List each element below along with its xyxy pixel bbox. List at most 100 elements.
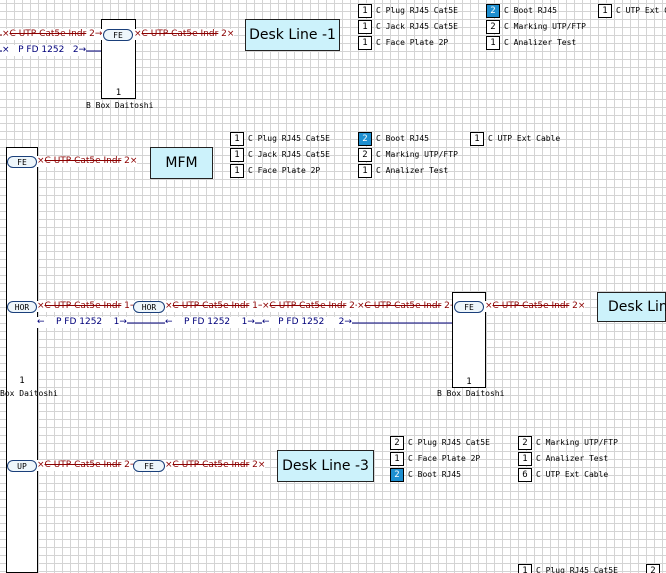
distribution-box-2[interactable] [6, 147, 38, 573]
item-name: C Plug RJ45 Cat5E [376, 6, 458, 15]
arrow-right-icon: → [78, 45, 87, 55]
connector-x-icon: × [134, 29, 142, 39]
qty-box: 1 [598, 4, 612, 18]
arrow-right-icon: → [94, 29, 103, 39]
qty-box: 2 [358, 148, 372, 162]
bom-item: 1 C Jack RJ45 Cat5E [230, 148, 330, 162]
connector-x-icon: × [485, 301, 493, 311]
desk-line-1[interactable]: Desk Line -1 [245, 19, 340, 51]
qty-box: 1 [358, 20, 372, 34]
bom-item: 2 C Boot RJ45 [486, 4, 557, 18]
wire-label: ×C UTP Cat5e Indr 2→ [37, 460, 138, 471]
fe-connector[interactable]: FE [454, 301, 484, 313]
connector-x-icon: × [262, 301, 270, 311]
hor-connector[interactable]: HOR [133, 301, 165, 313]
item-name: C Analizer Test [504, 38, 577, 47]
connector-x-icon: × [257, 460, 266, 470]
bom-item: 1 C UTP Ext Cable [598, 4, 666, 18]
qty-box-highlighted: 2 [486, 4, 500, 18]
wire-label: ×C UTP Cat5e Indr 2→ [262, 301, 363, 312]
fe-connector[interactable]: FE [133, 460, 165, 472]
bom-item: 1 C Analizer Test [518, 452, 608, 466]
connector-x-icon: × [2, 29, 10, 39]
wire-label: ×C UTP Cat5e Indr 2→ [2, 29, 103, 40]
desk-line-2[interactable]: Desk Line [597, 292, 666, 322]
item-name: C Marking UTP/FTP [504, 22, 586, 31]
bom-item: 1 C Plug RJ45 Cat5E [230, 132, 330, 146]
desk-line-3[interactable]: Desk Line -3 [277, 450, 374, 482]
qty-box: 1 [358, 164, 372, 178]
qty-box: 1 [486, 36, 500, 50]
connector-x-icon: × [357, 301, 365, 311]
up-connector[interactable]: UP [7, 460, 37, 472]
item-name: C Face Plate 2P [408, 454, 481, 463]
item-name: C Boot RJ45 [504, 6, 557, 15]
item-name: C Face Plate 2P [376, 38, 449, 47]
bom-item: 2 [646, 564, 664, 573]
desk-line-mfm[interactable]: MFM [150, 147, 213, 179]
item-name: C Jack RJ45 Cat5E [376, 22, 458, 31]
box-caption: B Box Daitoshi [86, 101, 154, 110]
arrow-right-icon: → [344, 317, 352, 327]
arrow-right-icon: → [258, 301, 266, 311]
connector-x-icon: × [37, 301, 45, 311]
bom-item: 6 C UTP Ext Cable [518, 468, 608, 482]
item-name: C Plug RJ45 Cat5E [408, 438, 490, 447]
connector-x-icon: × [165, 460, 173, 470]
wire-label: ← P FD 1252 1→ [165, 317, 255, 328]
wire-label: × P FD 1252 2→ [2, 45, 87, 56]
item-name: C Marking UTP/FTP [536, 438, 618, 447]
wire-label: ×C UTP Cat5e Indr 1→ [37, 301, 138, 312]
connector-x-icon: × [37, 460, 45, 470]
fe-connector[interactable]: FE [103, 29, 133, 41]
wire-label: ×C UTP Cat5e Indr 2× [37, 156, 138, 167]
qty-box: 1 [358, 4, 372, 18]
box-caption: Box Daitoshi [0, 389, 58, 398]
bom-item: 1 C Face Plate 2P [358, 36, 448, 50]
qty-box-highlighted: 2 [390, 468, 404, 482]
qty-box: 1 [470, 132, 484, 146]
bom-item: 1 C Plug RJ45 Cat5E [358, 4, 458, 18]
wire-label: ← P FD 1252 2→ [262, 317, 352, 328]
item-name: C Jack RJ45 Cat5E [248, 150, 330, 159]
wire-label: ×C UTP Cat5e Indr 2→ [357, 301, 458, 312]
box-number: 1 [466, 377, 472, 387]
item-name: C UTP Ext Cable [536, 470, 609, 479]
arrow-left-icon: ← [165, 317, 173, 327]
connector-x-icon: × [129, 156, 138, 166]
qty-box: 1 [230, 148, 244, 162]
connector-x-icon: × [226, 29, 235, 39]
bom-item: 1 C Face Plate 2P [390, 452, 480, 466]
hor-connector[interactable]: HOR [7, 301, 37, 313]
connector-x-icon: × [577, 301, 586, 311]
qty-box: 1 [518, 452, 532, 466]
bom-item: 2 C Marking UTP/FTP [358, 148, 458, 162]
qty-box: 1 [390, 452, 404, 466]
qty-box: 2 [518, 436, 532, 450]
bom-item: 1 C Jack RJ45 Cat5E [358, 20, 458, 34]
fe-connector[interactable]: FE [7, 156, 37, 168]
bom-item: 1 C Analizer Test [486, 36, 576, 50]
qty-box: 1 [518, 564, 532, 573]
qty-box: 1 [358, 36, 372, 50]
item-name: C Marking UTP/FTP [376, 150, 458, 159]
qty-box: 2 [390, 436, 404, 450]
qty-box: 6 [518, 468, 532, 482]
box-number: 1 [115, 88, 122, 98]
wire-label: ×C UTP Cat5e Indr 1→ [165, 301, 266, 312]
qty-box: 1 [230, 132, 244, 146]
wire-label: ← P FD 1252 1→ [37, 317, 127, 328]
item-name: C UTP Ext Cable [616, 6, 666, 15]
wire-label: ×C UTP Cat5e Indr 2× [165, 460, 266, 471]
item-name: C Analizer Test [536, 454, 609, 463]
item-name: C Plug RJ45 Cat5E [248, 134, 330, 143]
bom-item: 2 C Marking UTP/FTP [518, 436, 618, 450]
